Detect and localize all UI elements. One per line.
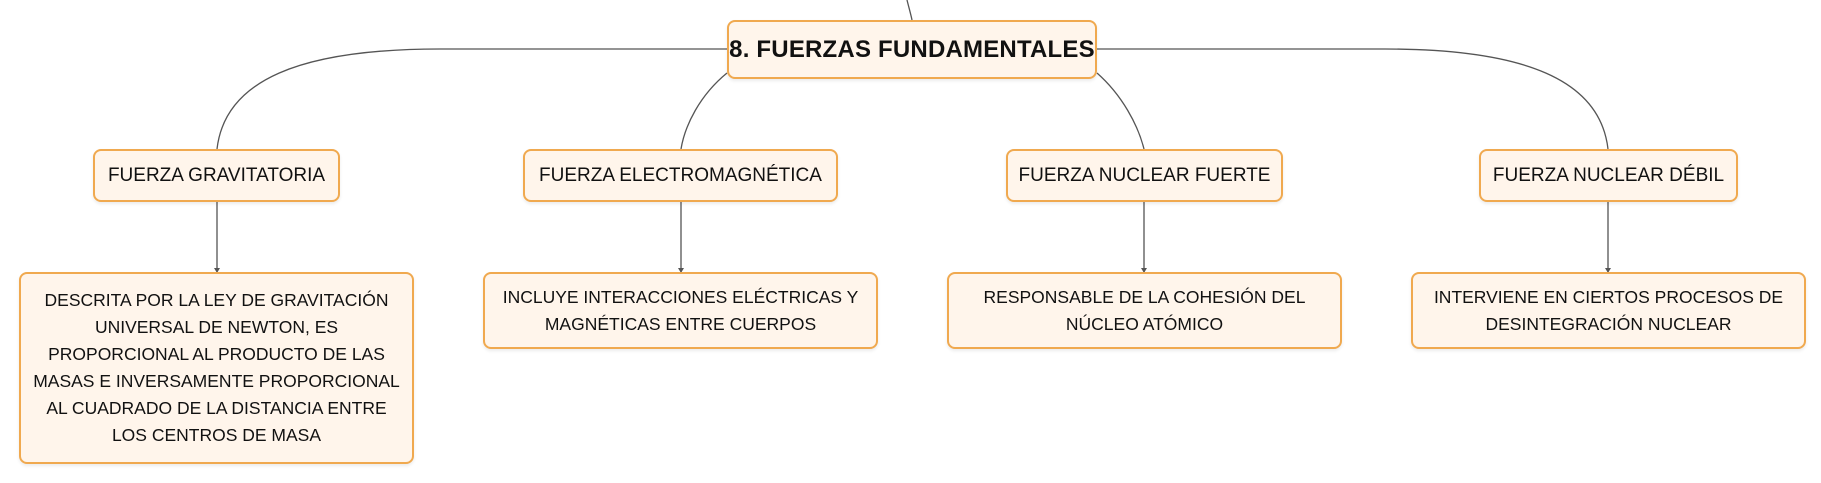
topic-label: FUERZA NUCLEAR DÉBIL (1492, 164, 1725, 186)
connector-root-to-electromagnetica (680, 72, 728, 150)
topic-node-fuerza-nuclear-debil[interactable]: FUERZA NUCLEAR DÉBIL (1479, 149, 1738, 202)
description-node-nuclear-fuerte[interactable]: RESPONSABLE DE LA COHESIÓN DEL NÚCLEO AT… (947, 272, 1342, 349)
root-topic-label: 8. FUERZAS FUNDAMENTALES (729, 35, 1095, 63)
description-node-electromagnetica[interactable]: INCLUYE INTERACCIONES ELÉCTRICAS Y MAGNÉ… (483, 272, 878, 349)
topic-label: FUERZA GRAVITATORIA (107, 164, 326, 186)
connector-root-to-gravitatoria (216, 48, 727, 150)
topic-node-fuerza-gravitatoria[interactable]: FUERZA GRAVITATORIA (93, 149, 340, 202)
connector-root-incoming (906, 0, 913, 21)
root-topic-node[interactable]: 8. FUERZAS FUNDAMENTALES (727, 20, 1097, 79)
topic-label: FUERZA NUCLEAR FUERTE (1018, 164, 1271, 186)
connector-root-to-nuclear-debil (1097, 48, 1609, 150)
description-node-nuclear-debil[interactable]: INTERVIENE EN CIERTOS PROCESOS DE DESINT… (1411, 272, 1806, 349)
description-text: INCLUYE INTERACCIONES ELÉCTRICAS Y MAGNÉ… (502, 286, 859, 334)
topic-node-fuerza-electromagnetica[interactable]: FUERZA ELECTROMAGNÉTICA (523, 149, 838, 202)
description-text: DESCRITA POR LA LEY DE GRAVITACIÓN UNIVE… (33, 290, 400, 445)
topic-node-fuerza-nuclear-fuerte[interactable]: FUERZA NUCLEAR FUERTE (1006, 149, 1283, 202)
topic-label: FUERZA ELECTROMAGNÉTICA (539, 164, 822, 186)
description-text: RESPONSABLE DE LA COHESIÓN DEL NÚCLEO AT… (983, 286, 1306, 334)
description-node-gravitatoria[interactable]: DESCRITA POR LA LEY DE GRAVITACIÓN UNIVE… (19, 272, 414, 464)
description-text: INTERVIENE EN CIERTOS PROCESOS DE DESINT… (1433, 286, 1784, 334)
connector-root-to-nuclear-fuerte (1096, 72, 1145, 150)
